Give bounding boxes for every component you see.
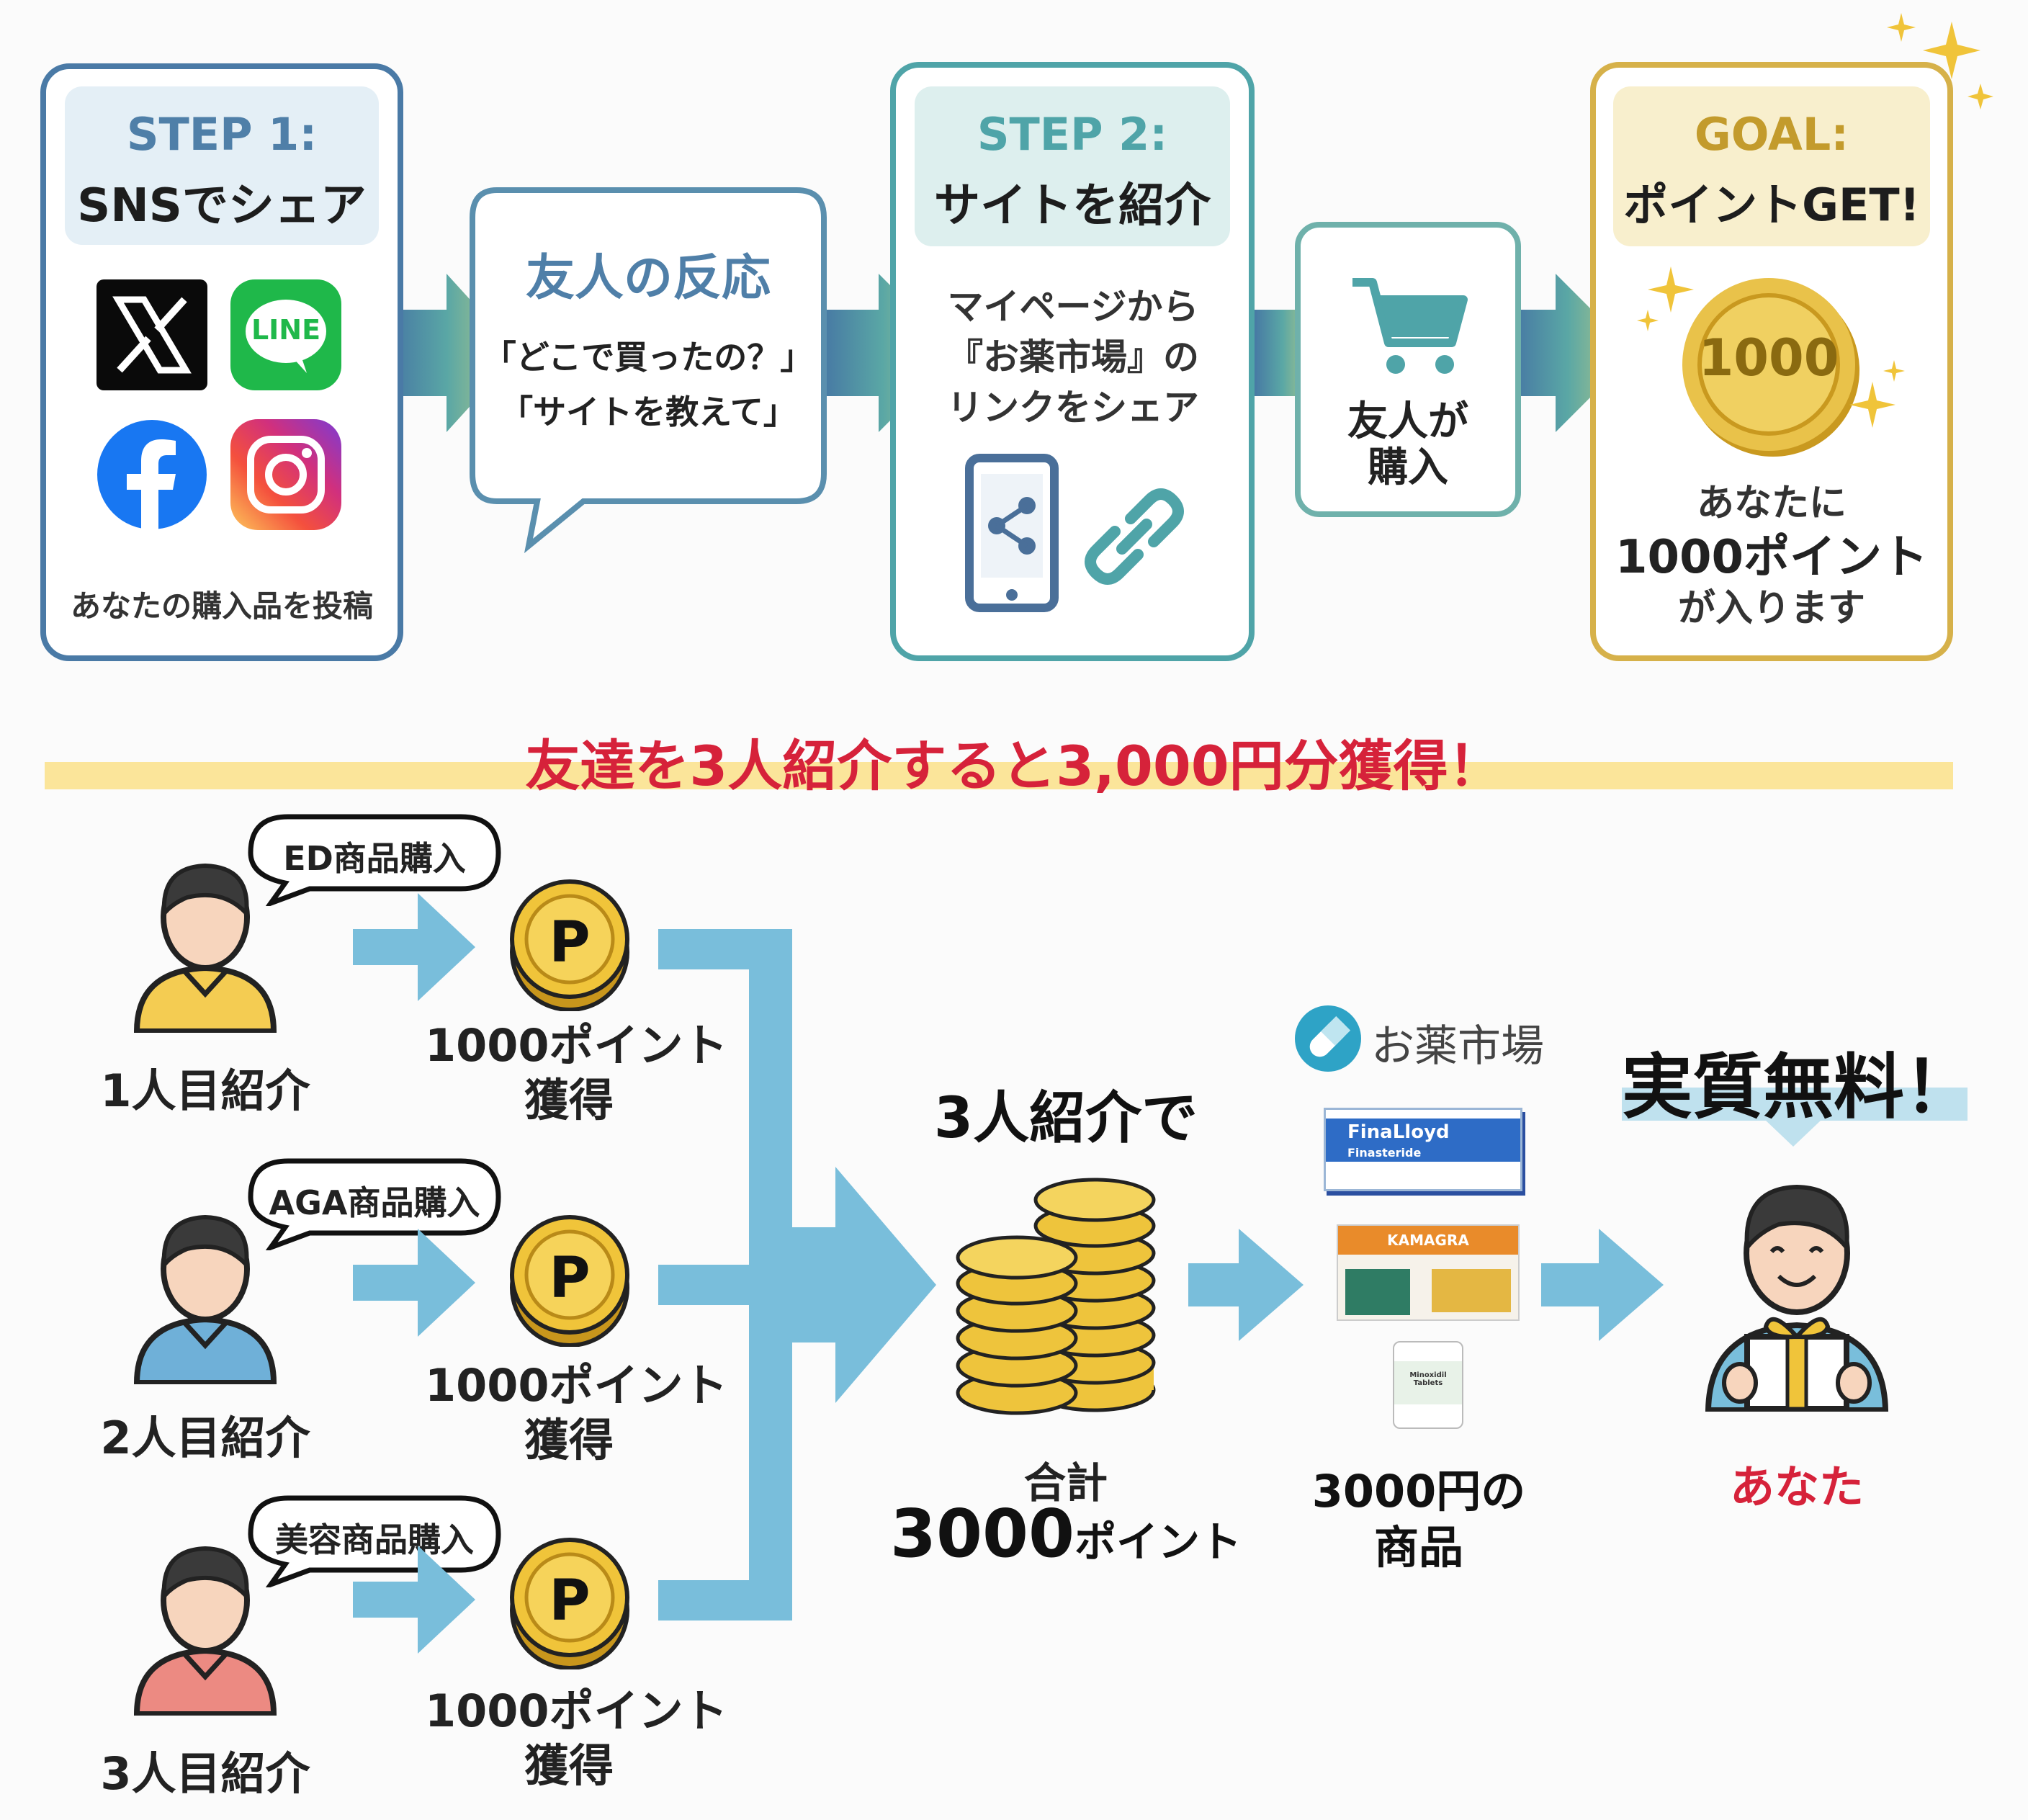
coin-stacks-icon [956, 1178, 1156, 1415]
product-finalloyd-name: FinaLloyd [1347, 1121, 1450, 1143]
goal-line2: 1000ポイント [1615, 531, 1929, 584]
total-amount-row: 3000ポイント [871, 1495, 1260, 1572]
points-3-line2: 獲得 [524, 1739, 614, 1792]
step2-title: STEP 2: [977, 108, 1168, 161]
goal-coin-value: 1000 [1698, 328, 1839, 387]
bubble-2 [248, 1158, 501, 1250]
p-coin-2-letter: P [549, 1246, 591, 1311]
headline-pointer [1764, 1119, 1822, 1147]
line-logo-icon: LINE [230, 279, 341, 390]
bubble-1 [248, 814, 501, 906]
step1-subtitle: SNSでシェア [77, 179, 367, 233]
product-kamagra-name: KAMAGRA [1387, 1232, 1469, 1249]
step2-header [915, 86, 1230, 246]
person-1-label: 1人目紹介 [100, 1064, 310, 1117]
total-unit: ポイント [1074, 1518, 1242, 1566]
person-3-avatar [133, 1546, 277, 1716]
product-finalloyd-band [1326, 1119, 1520, 1162]
happy-person-gift-icon [1705, 1184, 1889, 1412]
products-line1: 3000円の [1311, 1465, 1526, 1518]
step1-title: STEP 1: [126, 108, 318, 161]
person-1-avatar [133, 863, 277, 1033]
p-coin-3-icon [510, 1538, 629, 1669]
sparkle-icon [1887, 13, 1993, 109]
total-amount: 3000 [889, 1495, 1075, 1572]
p-coin-1-letter: P [549, 910, 591, 975]
product-kamagra-band [1338, 1226, 1518, 1255]
goal-header [1613, 86, 1930, 246]
points-1-line1: 1000ポイント [425, 1019, 728, 1072]
product-minoxidil-name: Minoxidil Tablets [1409, 1371, 1447, 1387]
product-minoxidil-bottle: Minoxidil Tablets [1393, 1341, 1463, 1429]
reaction-title: 友人の反応 [525, 250, 771, 307]
bubble-1-text: ED商品購入 [283, 839, 466, 878]
goal-line1: あなたに [1696, 482, 1847, 525]
product-finasteride-name: Finasteride [1347, 1146, 1422, 1160]
person-3-label: 3人目紹介 [100, 1747, 310, 1800]
bubble-3-text: 美容商品購入 [275, 1520, 474, 1559]
facebook-logo-icon [97, 419, 207, 530]
step2-line3: リンクをシェア [947, 387, 1199, 429]
points-2-line2: 獲得 [524, 1414, 614, 1466]
result-label: あなた [1729, 1461, 1864, 1513]
purchase-line2: 購入 [1368, 444, 1448, 491]
bubble-2-text: AGA商品購入 [269, 1183, 480, 1222]
points-3-line1: 1000ポイント [425, 1685, 728, 1737]
p-coin-3-letter: P [549, 1569, 591, 1633]
link-icon [1085, 488, 1184, 585]
cart-icon [1352, 278, 1468, 374]
product-minoxidil-label [1394, 1361, 1462, 1404]
capsule-logo-icon [1295, 1005, 1361, 1072]
p-coin-2-icon [510, 1215, 629, 1347]
step1-caption: あなたの購入品を投稿 [70, 588, 373, 624]
reaction-line2: 「サイトを教えて」 [500, 393, 797, 431]
products-line2: 商品 [1373, 1521, 1463, 1574]
step2-subtitle: サイトを紹介 [934, 179, 1211, 233]
shop-name: お薬市場 [1371, 1021, 1544, 1072]
total-label: 合計 [1023, 1458, 1108, 1507]
gold-coin-icon [1682, 278, 1859, 457]
coin-sparkles-icon [1637, 266, 1905, 428]
line-logo-text: LINE [251, 314, 321, 346]
phone-share-icon [965, 454, 1059, 612]
banner-text: 友達を3人紹介すると3,000円分獲得！ [525, 734, 1503, 798]
bubble-3 [248, 1495, 501, 1587]
product-finalloyd-box: FinaLloyd Finasteride [1324, 1108, 1522, 1191]
headline-highlight [1622, 1088, 1968, 1121]
flow-arrows [353, 893, 1664, 1654]
goal-title: GOAL: [1694, 108, 1849, 161]
step2-line1: マイページから [947, 286, 1199, 328]
person-2-avatar [133, 1214, 277, 1384]
product-kamagra-gold [1432, 1269, 1511, 1312]
reaction-bubble [470, 187, 827, 553]
result-headline: 実質無料！ [1622, 1046, 1975, 1129]
person-2-label: 2人目紹介 [100, 1412, 310, 1464]
total-heading: 3人紹介で [933, 1086, 1198, 1151]
step1-header [65, 86, 379, 245]
points-2-line1: 1000ポイント [425, 1359, 728, 1412]
instagram-logo-icon [230, 419, 341, 530]
goal-subtitle: ポイントGET! [1623, 179, 1920, 231]
x-logo-icon [97, 279, 207, 390]
points-1-line2: 獲得 [524, 1074, 614, 1126]
reaction-line1: 「どこで買ったの？」 [483, 338, 814, 377]
purchase-panel [1295, 222, 1521, 517]
banner-highlight [45, 762, 1953, 789]
product-kamagra-green [1345, 1269, 1410, 1315]
product-kamagra-box: KAMAGRA [1337, 1224, 1520, 1321]
p-coin-1-icon [510, 879, 629, 1011]
step2-line2: 『お薬市場』の [947, 336, 1199, 378]
purchase-line1: 友人が [1347, 398, 1468, 445]
goal-line3: が入ります [1677, 587, 1865, 630]
